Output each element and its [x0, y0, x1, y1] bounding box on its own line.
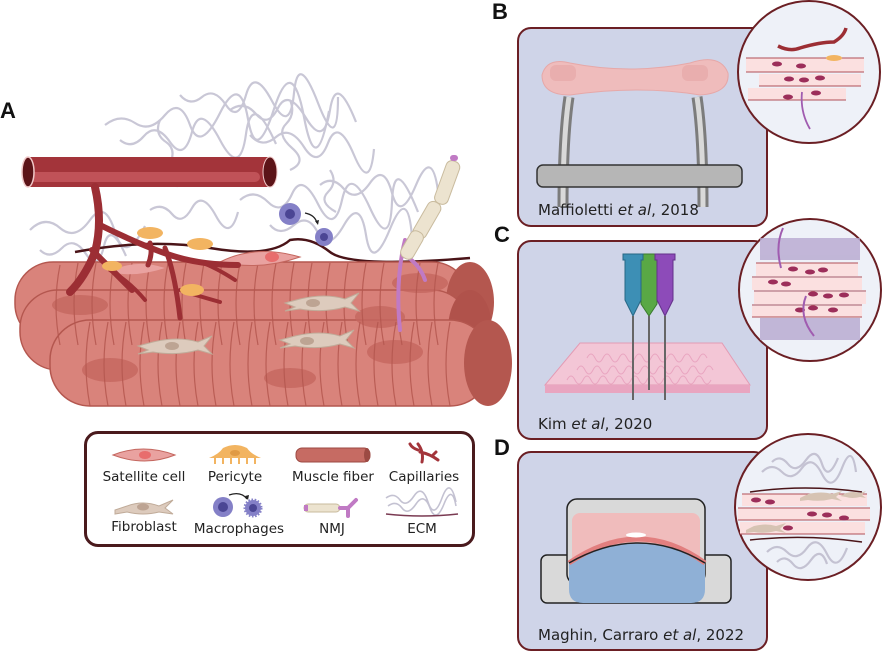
legend-item-ecm: ECM	[377, 487, 467, 537]
base-plate	[536, 164, 743, 188]
needle-green	[640, 253, 658, 390]
needle-blue	[622, 253, 644, 400]
needle-purple	[654, 253, 676, 400]
nmj	[396, 155, 461, 332]
basal-lamina-line	[74, 238, 471, 264]
legend-item-muscle-fiber: Muscle fiber	[287, 444, 379, 485]
panel-d-zoom-circle	[734, 433, 882, 581]
macrophages-icon	[213, 493, 263, 518]
fibroblasts	[136, 292, 361, 356]
muscle-layer	[567, 536, 707, 566]
pillar-left	[557, 96, 575, 208]
panel-b-caption: Maffioletti et al, 2018	[538, 201, 699, 219]
panel-b-construct-illustration	[536, 59, 743, 208]
panel-c-label: C	[494, 222, 510, 247]
hydrogel-dome	[569, 543, 705, 603]
pericytes	[102, 227, 213, 296]
legend: Satellite cell Pericyte Muscle fiber Cap…	[84, 431, 475, 547]
panel-c-caption: Kim et al, 2020	[538, 415, 653, 433]
panel-d-dome-illustration	[540, 498, 732, 604]
legend-item-satellite-cell: Satellite cell	[99, 444, 189, 485]
panel-c-zoom-circle	[738, 218, 882, 362]
tissue-bundle	[541, 59, 729, 96]
panel-a-label: A	[0, 98, 16, 123]
muscle-tissue-illustration	[14, 73, 512, 407]
legend-item-fibroblast: Fibroblast	[99, 496, 189, 535]
blood-vessel	[21, 156, 278, 188]
panel-c-bioprinting-illustration	[543, 253, 751, 400]
panel-b-zoom-circle	[737, 0, 881, 144]
macrophages	[279, 203, 333, 246]
legend-item-pericyte: Pericyte	[195, 442, 275, 485]
pillar-right	[691, 96, 709, 208]
panel-d-label: D	[494, 435, 510, 460]
panel-d-caption: Maghin, Carraro et al, 2022	[538, 626, 745, 644]
pericyte-icon	[209, 445, 261, 464]
fibroblast-icon	[114, 499, 174, 515]
satellite-cell-icon	[111, 448, 177, 462]
ecm-icon	[385, 487, 459, 517]
legend-item-capillaries: Capillaries	[379, 440, 469, 485]
nmj-icon	[303, 498, 358, 518]
legend-item-nmj: NMJ	[297, 496, 367, 537]
muscle-fiber-icon	[295, 447, 371, 463]
tissue-scaffold	[543, 342, 751, 393]
capillaries-icon	[408, 442, 440, 464]
legend-item-macrophages: Macrophages	[193, 490, 285, 537]
satellite-cell	[110, 251, 302, 275]
muscle-fibers	[14, 261, 512, 407]
panel-b-label: B	[492, 0, 508, 24]
